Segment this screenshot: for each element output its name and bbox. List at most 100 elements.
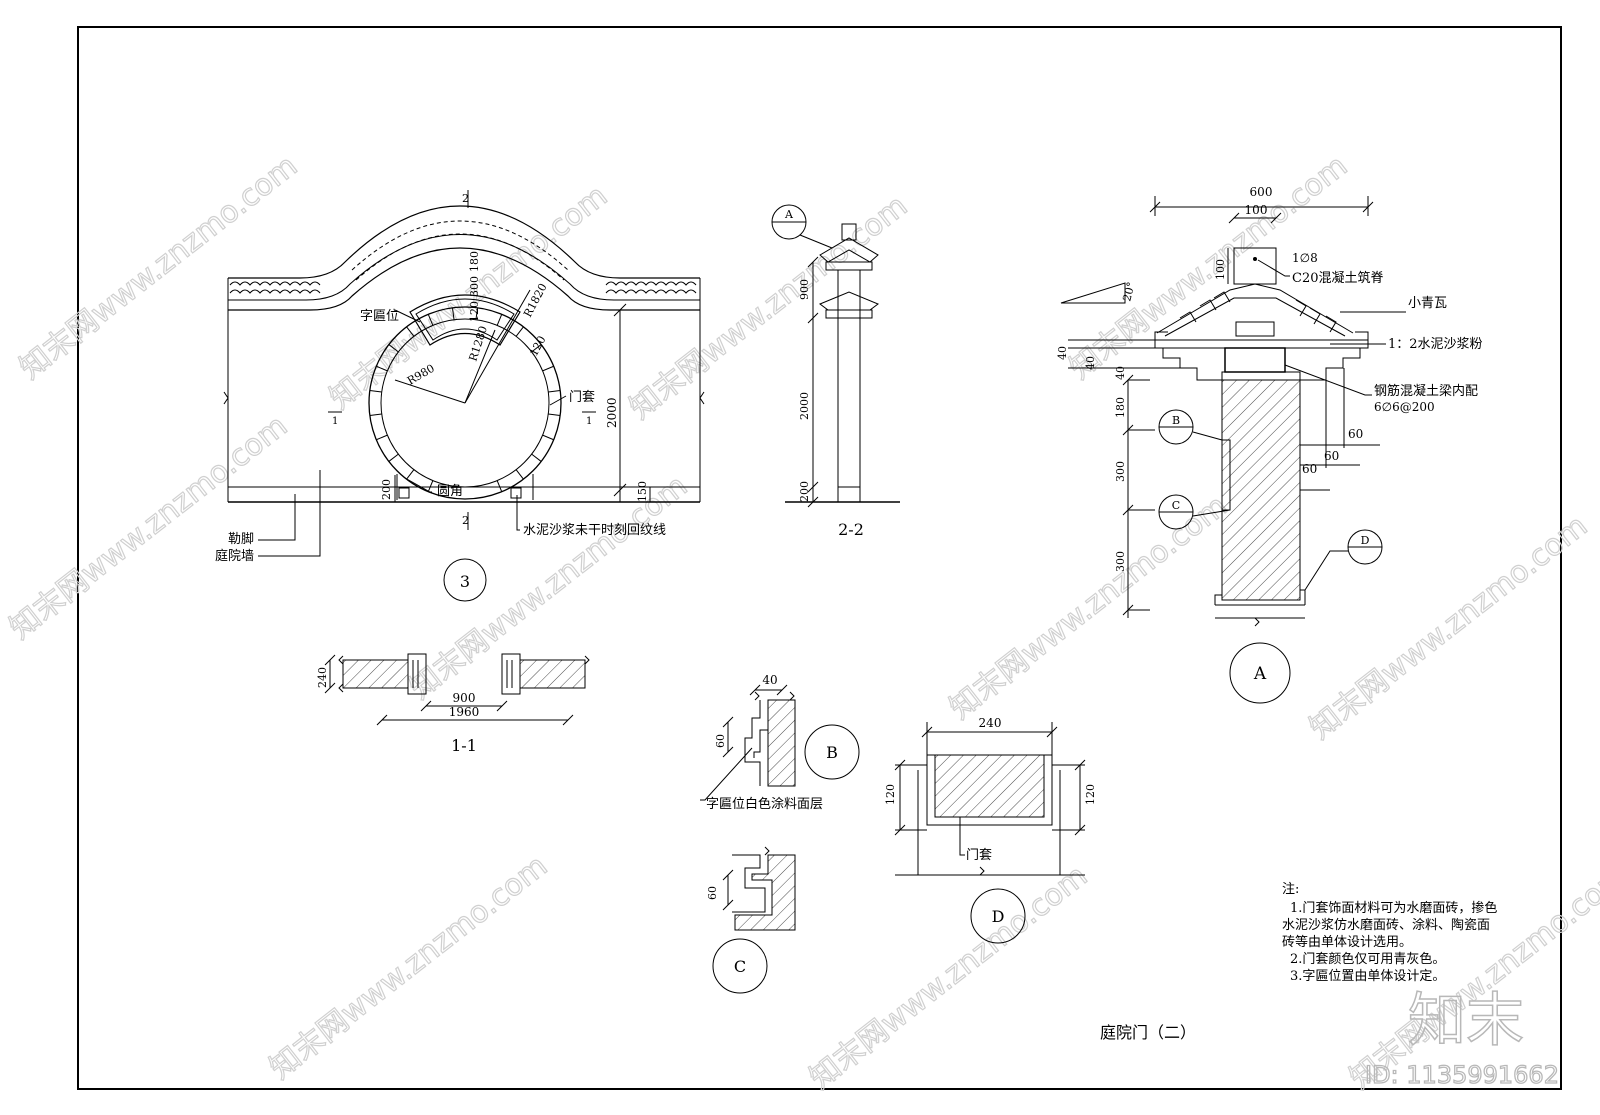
detail-c (712, 846, 796, 994)
label-beam-1: 钢筋混凝土梁内配 (1374, 383, 1478, 399)
dim-300b: 300 (1114, 551, 1127, 572)
voussoir-joint (531, 453, 542, 462)
svg-text:知末网www.znzmo.com: 知末网www.znzmo.com (623, 188, 914, 426)
svg-text:知末网www.znzmo.com: 知末网www.znzmo.com (263, 848, 554, 1086)
dim-300: 300 (468, 276, 481, 297)
voussoir-joint (369, 413, 382, 417)
dim-100: 100 (1245, 203, 1268, 217)
detail-d-number: D (992, 907, 1005, 926)
voussoir-joint (406, 326, 415, 337)
label-rebar: 1∅8 (1292, 251, 1318, 265)
dim-2000: 2000 (605, 397, 619, 428)
section-mark-left: 1 (332, 416, 338, 427)
callout-b: B (1172, 414, 1180, 427)
voussoir-joint (496, 314, 503, 326)
dim-120: 120 (468, 301, 481, 322)
detail-d-text: 240 120 120 门套 D (884, 716, 1097, 926)
notes-line-4: 2.门套颜色仅可用青灰色。 (1290, 951, 1445, 967)
voussoir-joint (515, 469, 524, 480)
voussoir-joint (542, 365, 554, 372)
dim-240: 240 (979, 716, 1002, 730)
label-door-frame: 门套 (966, 847, 992, 863)
label-plaster: 1：2水泥沙浆粉 (1388, 337, 1483, 352)
section-2-2 (771, 204, 900, 508)
callout-a: A (784, 208, 794, 221)
notes-block: 注: 1.门套饰面材料可为水磨面砖，掺色 水泥沙浆仿水磨面砖、涂料、陶瓷面 砖等… (1282, 882, 1497, 984)
dim-1960: 1960 (449, 705, 480, 719)
voussoir-joint (376, 434, 388, 441)
dim-r1280: R1280 (466, 324, 490, 363)
label-round-corner: 圆角 (437, 484, 463, 499)
section-mark-bottom: 2 (462, 514, 469, 527)
svg-text:知末网www.znzmo.com: 知末网www.znzmo.com (943, 488, 1234, 726)
notes-line-2: 水泥沙浆仿水磨面砖、涂料、陶瓷面 (1282, 917, 1490, 933)
section-2-2-title: 2-2 (838, 520, 864, 539)
svg-text:知末网www.znzmo.com: 知末网www.znzmo.com (1063, 148, 1354, 386)
dim-angle: 20° (1120, 281, 1138, 303)
label-plinth: 勒脚 (228, 531, 254, 547)
detail-c-text: 60 C (706, 886, 746, 976)
id-label: ID: 1135991662 (1365, 1061, 1559, 1089)
voussoir-joint (451, 307, 455, 320)
sheet-border (77, 26, 1562, 1090)
dim-200: 200 (798, 481, 811, 502)
notes-line-5: 3.字匾位置由单体设计定。 (1290, 969, 1445, 984)
voussoir-joint (548, 413, 561, 417)
voussoir-joint (475, 307, 479, 320)
detail-c-number: C (734, 957, 746, 976)
label-wall: 庭院墙 (215, 548, 254, 564)
dim-40: 40 (762, 673, 777, 687)
dim-40c: 40 (1114, 366, 1127, 380)
dim-200: 200 (380, 479, 393, 500)
dim-60: 60 (714, 734, 727, 748)
dim-120-right: 120 (1084, 784, 1097, 805)
dim-40b: 40 (1084, 356, 1097, 370)
dim-180: 180 (1114, 397, 1127, 418)
label-beam-2: 6∅6@200 (1374, 400, 1435, 414)
callout-d: D (1361, 534, 1370, 547)
detail-a-number: A (1253, 664, 1267, 684)
dim-600: 600 (1250, 185, 1273, 199)
voussoir-joint (369, 389, 382, 393)
dim-40a: 40 (1056, 346, 1069, 360)
section-1-1-title: 1-1 (451, 736, 477, 755)
dim-60b: 60 (1324, 449, 1339, 463)
voussoir-joint (406, 469, 415, 480)
voussoir-joint (427, 480, 434, 492)
dim-240: 240 (316, 667, 329, 688)
voussoir-joint (388, 344, 399, 353)
brand-logo: 知末 (1408, 986, 1524, 1054)
label-ridge: C20混凝土筑脊 (1292, 270, 1384, 286)
dim-120-left: 120 (884, 784, 897, 805)
dim-r1820: R1820 (521, 281, 550, 319)
drawing-title: 庭院门（二） (1100, 1023, 1196, 1042)
detail-b-number: B (826, 743, 838, 762)
section-1-1 (324, 653, 590, 726)
section-mark-right: 1 (586, 416, 592, 427)
callout-c: C (1172, 499, 1180, 512)
dim-120b: 120 (527, 334, 548, 359)
notes-line-3: 砖等由单体设计选用。 (1282, 934, 1412, 950)
detail-b (700, 684, 860, 801)
dim-60: 60 (706, 886, 719, 900)
detail-a (1060, 196, 1406, 704)
dim-900: 900 (798, 279, 811, 300)
voussoir-joint (515, 326, 524, 337)
voussoir-joint (427, 314, 434, 326)
dim-900: 900 (453, 691, 476, 705)
elevation-number: 3 (460, 572, 470, 591)
voussoir-joint (496, 480, 503, 492)
elevation-3-text: 字匾位 门套 圆角 水泥沙浆未干时刻回纹线 勒脚 庭院墙 R980 R1280 … (215, 192, 666, 591)
dim-60c: 60 (1302, 462, 1317, 476)
voussoir-joint (542, 434, 554, 441)
section-1-1-text: 240 900 1960 1-1 (316, 667, 479, 755)
voussoir-joint (531, 344, 542, 353)
elevation-3 (223, 190, 705, 602)
dim-300a: 300 (1114, 461, 1127, 482)
dim-2000: 2000 (798, 392, 811, 420)
detail-d (894, 722, 1086, 944)
detail-b-text: 40 60 字匾位白色涂料面层 B (706, 673, 838, 812)
voussoir-joint (388, 453, 399, 462)
label-plaque-coating: 字匾位白色涂料面层 (706, 796, 823, 812)
